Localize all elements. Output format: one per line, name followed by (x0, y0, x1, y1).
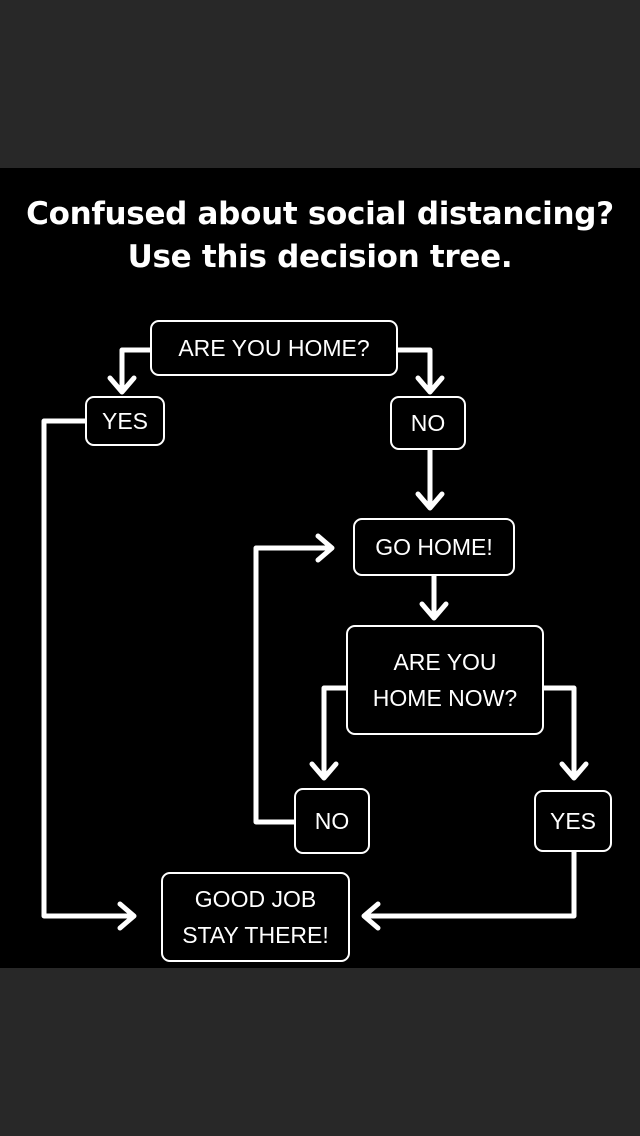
node-are-you-home: ARE YOU HOME? (150, 320, 398, 376)
node-good-job: GOOD JOB STAY THERE! (161, 872, 350, 962)
connector-home-to-yes (119, 347, 155, 393)
title-line-2: Use this decision tree. (127, 239, 513, 275)
arrowhead-goodjob-left (117, 901, 137, 931)
node-label: NO (314, 808, 350, 834)
node-are-you-home-now: ARE YOU HOME NOW? (346, 625, 544, 735)
node-label: ARE YOU HOME? (178, 335, 370, 361)
arrowhead-loop (315, 533, 335, 563)
node-yes-2: YES (534, 790, 612, 852)
title-line-1: Confused about social distancing? (26, 196, 614, 232)
node-no-2: NO (294, 788, 370, 854)
node-no-1: NO (390, 396, 466, 450)
connector-home-to-no (395, 347, 433, 393)
node-label: YES (101, 408, 149, 434)
node-label-line-1: ARE YOU (393, 649, 497, 675)
arrowhead-no-2 (309, 761, 339, 781)
arrowhead-gohome (415, 491, 445, 511)
node-yes-1: YES (85, 396, 165, 446)
node-label-line-1: GOOD JOB (194, 886, 317, 912)
decision-tree-image: Confused about social distancing? Use th… (0, 168, 640, 968)
node-go-home: GO HOME! (353, 518, 515, 576)
node-label-line-2: HOME NOW? (372, 685, 518, 711)
node-label: YES (549, 808, 597, 834)
connector-homenow-to-yes (541, 685, 577, 779)
connector-yes-to-goodjob-right (363, 849, 577, 919)
arrowhead-no-1 (415, 375, 445, 395)
flow-connectors (41, 347, 589, 931)
arrowhead-goodjob-right (361, 901, 381, 931)
node-label-line-2: STAY THERE! (182, 922, 329, 948)
arrowhead-yes-1 (107, 375, 137, 395)
arrowhead-homenow (419, 601, 449, 621)
node-label: GO HOME! (375, 534, 493, 560)
arrowhead-yes-2 (559, 761, 589, 781)
connector-homenow-to-no (321, 685, 349, 779)
connector-yes-to-goodjob (41, 418, 133, 919)
node-label: NO (410, 410, 446, 436)
connector-no-loop-to-gohome (253, 545, 333, 825)
